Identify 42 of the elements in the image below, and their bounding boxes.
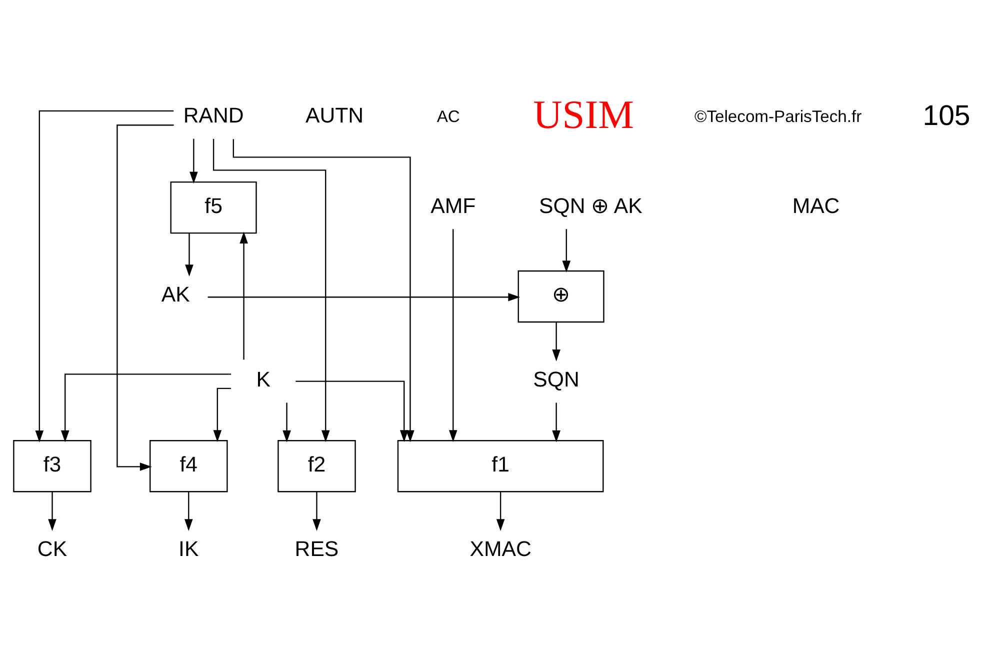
node-box: f2 [278, 440, 356, 492]
node-text: SQN [533, 368, 580, 392]
node-text: XMAC [470, 537, 532, 562]
arrow [184, 492, 193, 531]
node-text: IK [178, 537, 199, 562]
arrow [448, 229, 458, 442]
node-box: ⊕ [518, 270, 604, 323]
node-box: f5 [170, 181, 257, 234]
arrow [60, 374, 232, 442]
label: USIM [533, 92, 634, 137]
arrow [35, 110, 174, 442]
node-box: f3 [13, 440, 92, 492]
node-text: CK [37, 537, 68, 562]
arrow [48, 492, 56, 531]
label: AC [436, 106, 460, 126]
arrow [282, 402, 291, 442]
node-box: f4 [150, 440, 228, 492]
node-text: SQN ⊕ AK [539, 194, 642, 218]
node-text: MAC [792, 194, 840, 218]
arrow [232, 139, 414, 442]
arrow [212, 138, 330, 442]
label: 105 [922, 100, 970, 132]
node-text: K [256, 368, 270, 392]
arrow [562, 229, 571, 273]
arrow [185, 233, 194, 277]
node-text: AUTN [305, 104, 364, 128]
node-box: f1 [397, 440, 604, 492]
arrow [296, 380, 408, 442]
node-text: RAND [183, 104, 244, 128]
arrow [208, 292, 520, 302]
arrow [496, 492, 505, 531]
node-text: AK [161, 282, 190, 307]
arrow [213, 388, 231, 442]
arrow [552, 322, 560, 362]
arrow [312, 492, 321, 531]
arrow [240, 232, 248, 360]
arrow [190, 138, 198, 184]
label: ©Telecom-ParisTech.fr [694, 106, 862, 126]
arrow [116, 124, 174, 471]
node-text: AMF [430, 194, 476, 218]
node-text: RES [294, 537, 339, 562]
arrow [552, 402, 560, 442]
